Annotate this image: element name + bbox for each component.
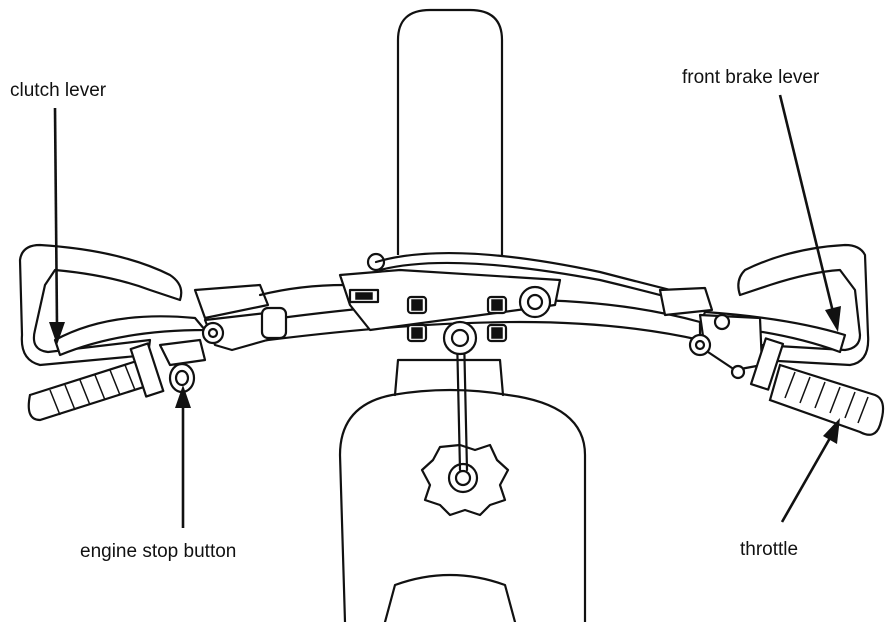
arrow-throttle (780, 418, 840, 523)
label-clutch-lever: clutch lever (10, 80, 107, 101)
arrow-engine-stop-button (175, 385, 191, 528)
tank-neck (393, 358, 505, 397)
left-grip (27, 342, 165, 422)
right-grip (749, 337, 885, 436)
fuel-cap (420, 443, 510, 517)
arrow-front-brake-lever (778, 94, 841, 332)
lower-contour (383, 573, 517, 624)
label-throttle: throttle (740, 539, 799, 560)
label-engine-stop-button: engine stop button (80, 541, 237, 562)
right-controls (658, 286, 764, 380)
left-hand-guard (18, 243, 183, 367)
label-front-brake-lever: front brake lever (682, 67, 820, 88)
top-clamp (338, 252, 562, 356)
throttle-cable (374, 251, 692, 297)
fork-tube (396, 8, 504, 255)
engine-stop-button-shape (168, 362, 196, 394)
left-controls (158, 283, 288, 367)
clutch-cable (258, 283, 347, 297)
arrow-clutch-lever (49, 107, 65, 345)
